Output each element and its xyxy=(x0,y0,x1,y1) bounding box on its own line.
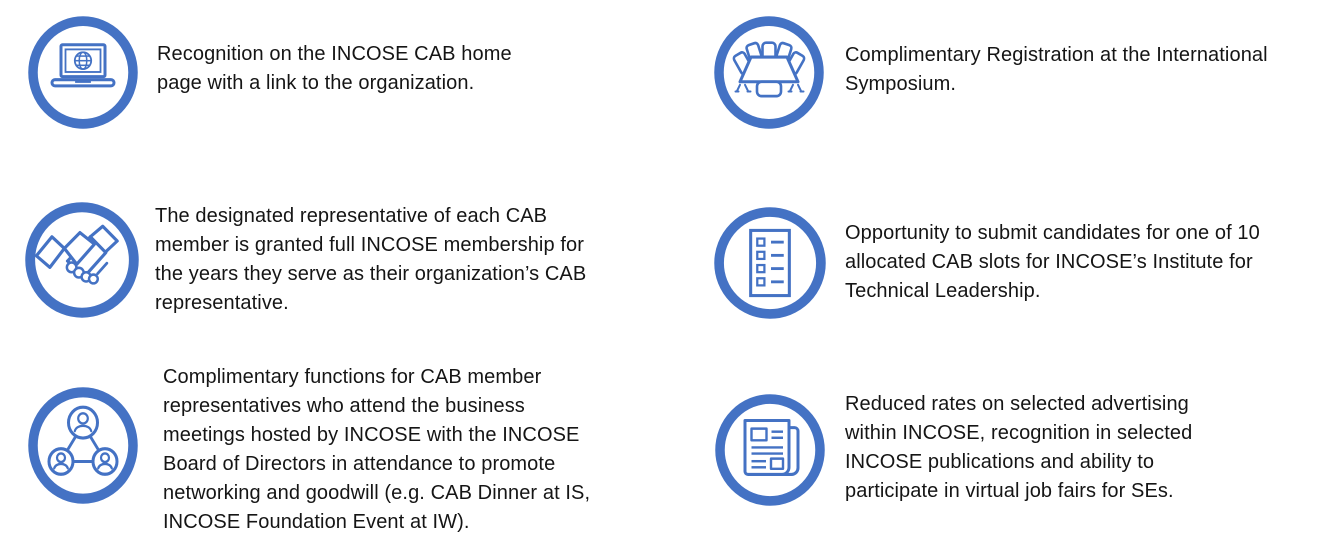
conference-meeting-icon xyxy=(714,16,824,129)
people-network-icon xyxy=(28,387,138,504)
benefit-text-recognition: Recognition on the INCOSE CAB home page … xyxy=(157,40,512,98)
text-line: Recognition on the INCOSE CAB home xyxy=(157,43,512,65)
benefit-item-registration: Complimentary Registration at the Intern… xyxy=(714,14,1314,144)
checklist-icon xyxy=(714,207,826,319)
benefit-text-functions: Complimentary functions for CAB member r… xyxy=(163,363,590,537)
text-line: participate in virtual job fairs for SEs… xyxy=(845,480,1174,502)
text-line: INCOSE publications and ability to xyxy=(845,451,1155,473)
text-line: page with a link to the organization. xyxy=(157,72,475,94)
text-line: allocated CAB slots for INCOSE’s Institu… xyxy=(845,251,1253,273)
benefit-item-membership: The designated representative of each CA… xyxy=(25,199,625,339)
text-line: Technical Leadership. xyxy=(845,280,1041,302)
handshake-icon xyxy=(25,202,139,318)
newspaper-icon xyxy=(715,394,825,506)
benefit-item-advertising: Reduced rates on selected advertising wi… xyxy=(715,390,1315,520)
text-line: within INCOSE, recognition in selected xyxy=(845,422,1193,444)
text-line: member is granted full INCOSE membership… xyxy=(155,234,584,256)
text-line: Symposium. xyxy=(845,73,957,95)
benefit-text-membership: The designated representative of each CA… xyxy=(155,202,586,318)
benefit-item-itl-candidates: Opportunity to submit candidates for one… xyxy=(714,205,1314,335)
benefit-text-advertising: Reduced rates on selected advertising wi… xyxy=(845,390,1192,506)
text-line: INCOSE Foundation Event at IW). xyxy=(163,511,470,533)
text-line: Complimentary Registration at the Intern… xyxy=(845,44,1268,66)
benefit-text-registration: Complimentary Registration at the Intern… xyxy=(845,41,1268,99)
text-line: The designated representative of each CA… xyxy=(155,205,548,227)
benefit-item-functions: Complimentary functions for CAB member r… xyxy=(28,363,628,539)
text-line: Opportunity to submit candidates for one… xyxy=(845,222,1260,244)
text-line: networking and goodwill (e.g. CAB Dinner… xyxy=(163,482,591,504)
text-line: meetings hosted by INCOSE with the INCOS… xyxy=(163,424,580,446)
laptop-globe-icon xyxy=(28,16,138,129)
text-line: representative. xyxy=(155,292,289,314)
text-line: Complimentary functions for CAB member xyxy=(163,366,542,388)
text-line: Board of Directors in attendance to prom… xyxy=(163,453,556,475)
text-line: the years they serve as their organizati… xyxy=(155,263,587,285)
benefit-item-recognition: Recognition on the INCOSE CAB home page … xyxy=(28,14,628,144)
text-line: Reduced rates on selected advertising xyxy=(845,393,1189,415)
text-line: representatives who attend the business xyxy=(163,395,525,417)
benefit-text-itl-candidates: Opportunity to submit candidates for one… xyxy=(845,219,1260,306)
